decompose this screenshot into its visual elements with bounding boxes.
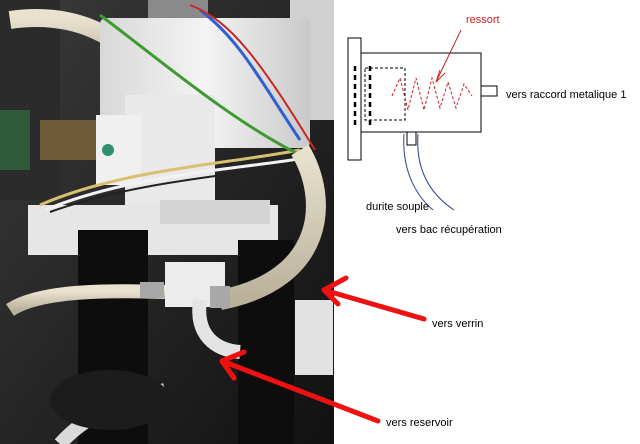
label-ressort: ressort xyxy=(466,14,500,26)
blue-wire xyxy=(199,8,302,141)
sketch-inner-chamber xyxy=(364,67,406,121)
sketch-flange xyxy=(347,37,362,161)
soft-hose-line-2 xyxy=(417,133,455,211)
spring-pointer xyxy=(435,29,462,83)
hose-to-cylinder xyxy=(217,144,326,310)
sketch-outlet-nipple xyxy=(480,85,498,97)
label-reservoir: vers reservoir xyxy=(386,417,453,429)
annotation-drawing xyxy=(347,29,498,211)
annotation-sketch: ressort vers raccord metalique 1 durite … xyxy=(334,0,640,444)
sketch-spring xyxy=(391,76,473,111)
red-wire xyxy=(189,4,316,151)
label-durite: durite souple xyxy=(366,201,429,213)
soft-hose-line-1 xyxy=(403,133,434,211)
machine-photo xyxy=(0,0,334,444)
green-wire xyxy=(99,13,301,157)
label-bac: vers bac récupération xyxy=(396,224,502,236)
machine-photo-drawing xyxy=(0,0,334,444)
sketch-drain-port xyxy=(406,131,417,146)
label-raccord: vers raccord metalique 1 xyxy=(506,89,627,101)
label-verrin: vers verrin xyxy=(432,318,484,330)
